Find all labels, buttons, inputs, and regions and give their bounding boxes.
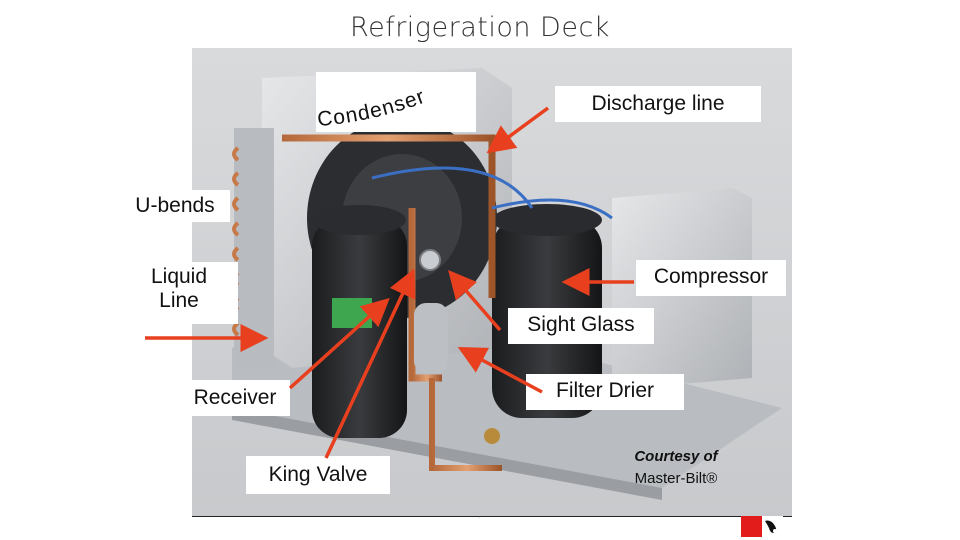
credit-line-2: Master-Bilt®	[634, 470, 718, 487]
liquid-line-label-line2: Line	[159, 289, 199, 312]
liquid-line-label: Liquid Line	[120, 262, 238, 324]
sight-glass-label: Sight Glass	[508, 308, 654, 344]
publisher-logo-icon	[741, 516, 783, 537]
slide-title: Refrigeration Deck	[350, 12, 610, 43]
photo-bottom-border	[192, 516, 792, 517]
filter-drier-label: Filter Drier	[526, 374, 684, 410]
receiver-label: Receiver	[180, 380, 290, 416]
discharge-line-label: Discharge line	[555, 86, 761, 122]
credit-line-1: Courtesy of	[634, 448, 718, 465]
condenser-label: Condenser	[316, 72, 476, 132]
compressor-label: Compressor	[636, 260, 786, 296]
photo-credit: Courtesy of Master-Bilt®	[606, 446, 746, 490]
liquid-line-label-line1: Liquid	[150, 265, 208, 288]
page-mark: ·	[478, 514, 481, 521]
king-valve-label: King Valve	[246, 456, 390, 494]
u-bends-label: U-bends	[120, 190, 230, 222]
